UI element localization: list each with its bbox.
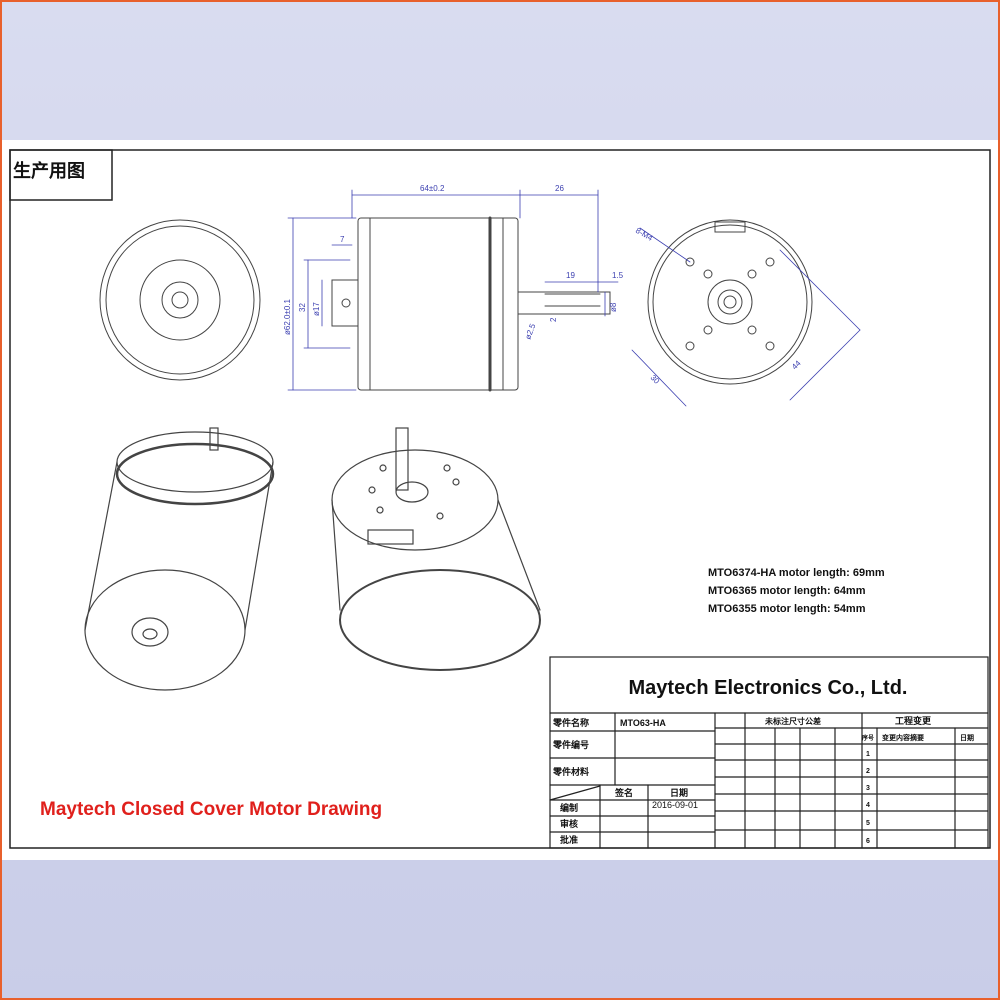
svg-text:7: 7 (340, 235, 345, 244)
svg-text:32: 32 (298, 303, 307, 312)
drawing-sheet (2, 140, 998, 860)
svg-text:5: 5 (866, 820, 870, 827)
side-view-dimension-labels: 64±0.2 26 7 19 1.5 ø62.0±0.1 32 ø17 ø8 ø… (283, 184, 624, 341)
isometric-view-rear (84, 427, 275, 691)
part-number-label: 零件编号 (552, 739, 589, 750)
tolerance-header: 未标注尺寸公差 (764, 716, 821, 726)
checked-label: 审核 (560, 818, 578, 829)
isometric-view-front (331, 427, 541, 671)
motor-length-note: MTO6365 motor length: 64mm (708, 585, 866, 597)
drawing-caption: Maytech Closed Cover Motor Drawing (40, 799, 382, 820)
svg-text:1: 1 (866, 751, 870, 758)
change-summary-label: 变更内容摘要 (882, 733, 924, 742)
part-name-label: 零件名称 (552, 717, 589, 728)
company-name: Maytech Electronics Co., Ltd. (629, 677, 908, 699)
svg-text:2: 2 (866, 768, 870, 775)
side-view-dimensions (287, 189, 619, 391)
date-label: 日期 (670, 787, 688, 798)
signature-label: 签名 (614, 787, 633, 798)
motor-length-note: MTO6374-HA motor length: 69mm (708, 567, 885, 579)
motor-length-note: MTO6355 motor length: 54mm (708, 603, 866, 615)
seq-label: 序号 (861, 734, 874, 742)
front-view (647, 219, 813, 385)
side-view (331, 216, 611, 392)
svg-text:ø2.5: ø2.5 (523, 322, 537, 341)
eng-change-header: 工程变更 (895, 715, 932, 726)
pcd-large-dim: 44 (790, 358, 803, 371)
svg-text:ø17: ø17 (312, 302, 321, 316)
holes-dim: 8-M4 (634, 226, 655, 243)
svg-text:26: 26 (555, 184, 564, 193)
approved-label: 批准 (560, 834, 578, 845)
part-material-label: 零件材料 (552, 766, 589, 777)
svg-text:ø8: ø8 (609, 302, 618, 312)
part-name: MTO63-HA (620, 718, 666, 728)
drawing-border (9, 149, 991, 849)
svg-text:64±0.2: 64±0.2 (420, 184, 445, 193)
drawn-label: 编制 (560, 802, 578, 813)
svg-text:19: 19 (566, 271, 575, 280)
svg-text:2: 2 (549, 317, 558, 322)
change-date-label: 日期 (960, 733, 974, 742)
svg-text:ø62.0±0.1: ø62.0±0.1 (283, 298, 292, 335)
sheet-label: 生产用图 (13, 160, 85, 181)
pcd-small-dim: 30 (649, 373, 662, 386)
front-view-dimensions (631, 227, 861, 407)
svg-text:1.5: 1.5 (612, 271, 624, 280)
svg-text:4: 4 (866, 802, 870, 809)
sheet-label-box (9, 149, 113, 201)
drawn-date: 2016-09-01 (652, 800, 698, 810)
title-block (549, 656, 989, 849)
svg-text:6: 6 (866, 838, 870, 845)
svg-text:3: 3 (866, 785, 870, 792)
rear-view (99, 219, 261, 381)
